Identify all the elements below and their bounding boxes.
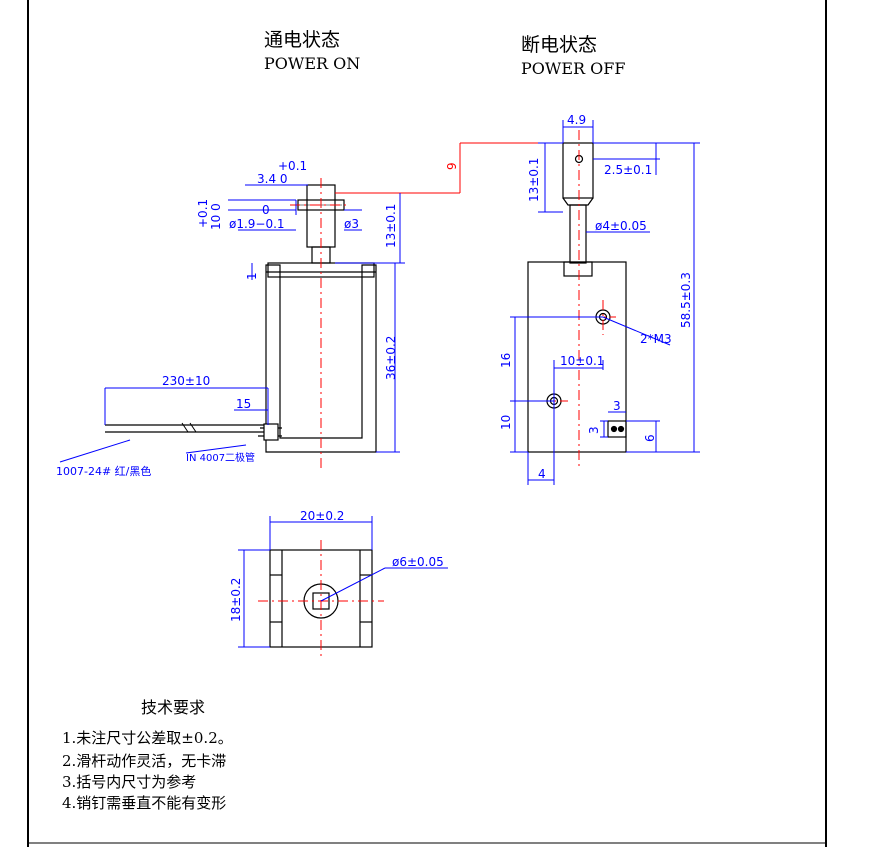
dim-rod-len: 13±0.1 xyxy=(384,204,398,248)
requirement-item-4: 4.销钉需垂直不能有变形 xyxy=(62,794,227,812)
dim-bottom-bore: ø6±0.05 xyxy=(392,555,444,569)
dim-term-w: 3 xyxy=(613,399,621,413)
dim-hole-base: 10 xyxy=(499,415,513,430)
dim-pin-zero: 0 xyxy=(262,203,270,217)
plunger xyxy=(306,184,336,248)
power-off-title-en: POWER OFF xyxy=(521,59,626,78)
power-off-view xyxy=(527,142,627,453)
dim-term-h: 3 xyxy=(587,426,601,434)
power-off-title-cn: 断电状态 xyxy=(521,34,598,56)
dim-plunger-w: 4.9 xyxy=(567,113,586,127)
dim-small-1: 1 xyxy=(245,272,259,280)
dim-left-tol-b: 10 0 xyxy=(209,203,223,230)
requirements-heading: 技术要求 xyxy=(141,698,206,717)
dim-left-tol-a: +0.1 xyxy=(196,199,210,228)
label-diode: IN 4007二极管 xyxy=(186,451,255,464)
dim-strip-len: 15 xyxy=(236,397,251,411)
dim-stroke-off: ø4±0.05 xyxy=(595,219,647,233)
dim-top-tol: +0.1 xyxy=(278,159,307,173)
dim-hole-dy: 16 xyxy=(499,353,513,368)
power-on-title-cn: 通电状态 xyxy=(264,29,341,51)
dim-term-pos: 6 xyxy=(643,434,657,442)
dim-plunger-h: 13±0.1 xyxy=(527,158,541,202)
u-frame-outer xyxy=(265,264,377,453)
dim-pin-dia: ø1.9−0.1 xyxy=(229,217,285,231)
power-on-title-en: POWER ON xyxy=(264,54,361,73)
dim-body-h: 36±0.2 xyxy=(384,336,398,380)
dim-rod-dia: ø3 xyxy=(344,217,359,231)
dim-overall-h: 58.5±0.3 xyxy=(679,272,693,328)
terminal-block xyxy=(607,420,627,438)
label-wire: 1007-24# 红/黑色 xyxy=(56,464,151,478)
dim-top-width: 3.4 0 xyxy=(257,172,288,186)
dim-hole-off: 2.5±0.1 xyxy=(604,163,652,177)
dim-stroke: 9 xyxy=(445,162,459,170)
off-plunger xyxy=(562,142,594,199)
dim-bottom-height: 18±0.2 xyxy=(229,578,243,622)
dim-edge-off: 4 xyxy=(538,467,546,481)
requirement-item-3: 3.括号内尺寸为参考 xyxy=(62,773,197,791)
requirement-item-2: 2.滑杆动作灵活，无卡滞 xyxy=(62,752,227,770)
dim-lead-len: 230±10 xyxy=(162,374,210,388)
dim-hole-dx: 10±0.1 xyxy=(560,354,604,368)
dim-mount-hole: 2*M3 xyxy=(640,332,672,346)
dim-bottom-width: 20±0.2 xyxy=(300,509,344,523)
requirement-item-1: 1.未注尺寸公差取±0.2。 xyxy=(62,729,233,747)
